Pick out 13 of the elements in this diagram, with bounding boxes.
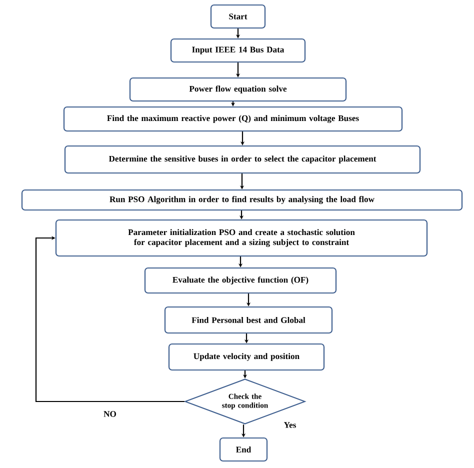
terminal-box: End xyxy=(219,437,268,462)
process-box: Run PSO Algorithm in order to find results by analysing the load flow xyxy=(21,189,463,211)
process-box: Update velocity and position xyxy=(168,343,325,371)
process-box: Evaluate the objective function (OF) xyxy=(144,267,337,294)
arrow xyxy=(35,236,184,402)
process-box: Power flow equation solve xyxy=(129,77,347,102)
terminal-box: Start xyxy=(210,4,266,29)
process-box: Determine the sensitive buses in order to select the capacitor placement xyxy=(64,145,421,174)
process-box: Find the maximum reactive power (Q) and minimum voltage Buses xyxy=(63,106,403,132)
process-box: Input IEEE 14 Bus Data xyxy=(170,38,306,63)
edge-label: NO xyxy=(102,410,118,418)
process-box: Parameter initialization PSO and create a stochastic solution for capacitor placement and a sizing subject to constraint xyxy=(55,219,428,257)
process-box: Find Personal best and Global xyxy=(164,306,333,334)
